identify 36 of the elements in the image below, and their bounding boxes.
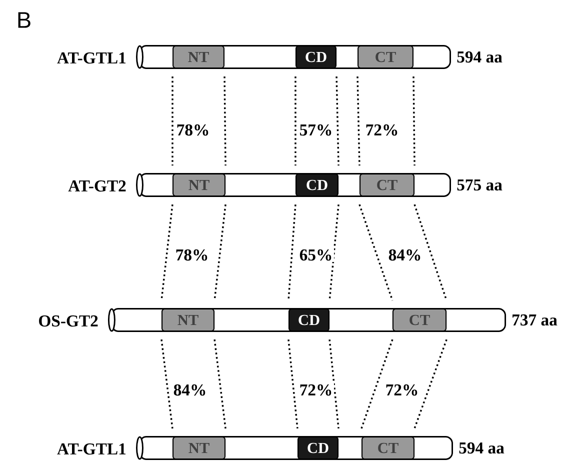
dotted-line: [328, 204, 340, 301]
dotted-line: [294, 76, 296, 166]
length-label: 737 aa: [512, 314, 558, 326]
dotted-line: [214, 339, 226, 429]
protein-name: AT-GTL1: [57, 443, 126, 455]
identity-percent: 78%: [174, 248, 210, 262]
protein-name: AT-GT2: [68, 180, 126, 192]
dotted-line: [224, 76, 226, 166]
protein-name: OS-GT2: [39, 315, 98, 327]
panel-letter: B: [18, 12, 30, 28]
dotted-line: [214, 204, 226, 301]
identity-percent: 72%: [384, 383, 420, 397]
dotted-line: [288, 204, 296, 301]
identity-percent: 57%: [298, 123, 334, 137]
dotted-line: [412, 76, 416, 166]
identity-percent: 72%: [298, 383, 334, 397]
dotted-line: [328, 339, 340, 429]
length-label: 594 aa: [457, 51, 502, 63]
protein-name: AT-GTL1: [57, 52, 126, 64]
identity-percent: 84%: [387, 248, 423, 262]
identity-percent: 72%: [364, 123, 400, 137]
identity-percent: 84%: [172, 383, 208, 397]
dotted-line: [160, 339, 174, 429]
length-label: 575 aa: [457, 179, 502, 191]
dotted-line: [356, 76, 360, 166]
identity-percent: 65%: [298, 248, 334, 262]
identity-percent: 78%: [175, 123, 211, 137]
dotted-line: [414, 339, 448, 429]
dotted-line: [336, 76, 340, 166]
dotted-line: [172, 76, 174, 166]
dotted-line: [358, 204, 394, 301]
dotted-line: [414, 204, 448, 301]
dotted-line: [360, 339, 394, 429]
dotted-line: [288, 339, 298, 429]
dotted-line: [160, 204, 174, 301]
length-label: 594 aa: [459, 442, 504, 454]
